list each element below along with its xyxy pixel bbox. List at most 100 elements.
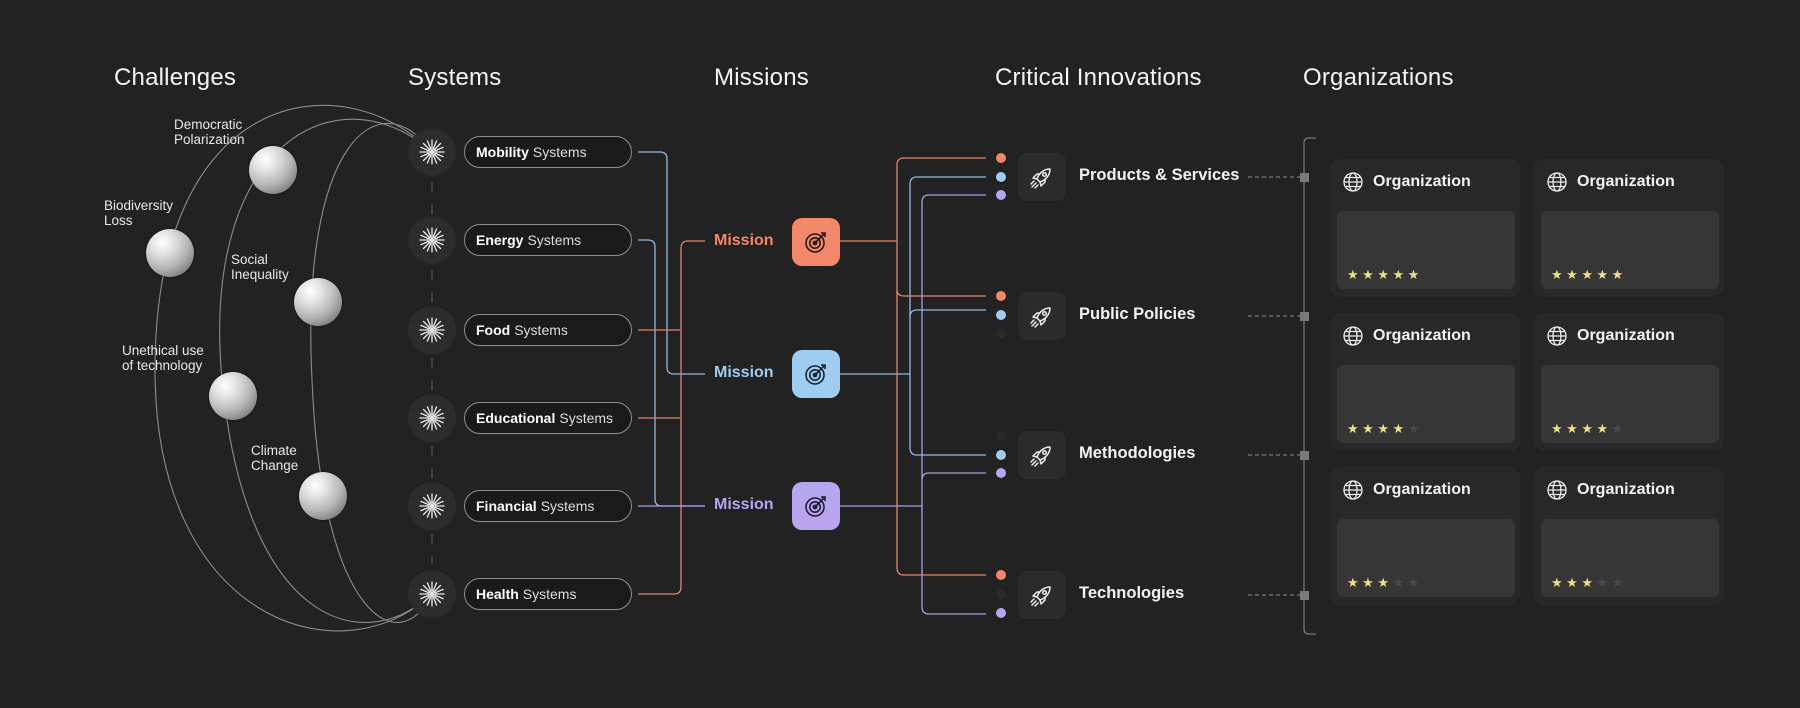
status-dot	[996, 468, 1006, 478]
challenge-sphere[interactable]	[249, 146, 297, 194]
innovation-icon-tile[interactable]	[1018, 153, 1066, 201]
star-icon: ★	[1596, 576, 1612, 591]
system-name: Financial	[476, 498, 537, 514]
mission-label: Mission	[714, 232, 774, 249]
challenge-label: Climate Change	[251, 443, 299, 473]
star-icon: ★	[1581, 268, 1597, 283]
system-suffix: Systems	[527, 232, 582, 248]
rating-stars: ★★★★★	[1551, 268, 1627, 283]
star-icon: ★	[1392, 268, 1408, 283]
innovation-label[interactable]: Methodologies	[1079, 444, 1196, 462]
connector-node	[1300, 312, 1309, 321]
organization-card[interactable]: Organization ★★★★★	[1330, 159, 1520, 297]
star-icon: ★	[1362, 422, 1378, 437]
system-name: Food	[476, 322, 511, 338]
challenge-sphere[interactable]	[299, 472, 347, 520]
organization-name: Organization	[1577, 327, 1675, 344]
star-icon: ★	[1362, 576, 1378, 591]
sunburst-icon	[419, 139, 445, 165]
sunburst-icon	[419, 317, 445, 343]
organization-preview: ★★★★★	[1337, 365, 1515, 443]
organization-name: Organization	[1373, 173, 1471, 190]
status-dot	[996, 328, 1006, 338]
challenge-sphere[interactable]	[209, 372, 257, 420]
organization-card[interactable]: Organization ★★★★★	[1330, 313, 1520, 451]
system-suffix: Systems	[540, 498, 595, 514]
missions-title: Missions	[714, 64, 809, 91]
globe-icon	[1343, 172, 1363, 192]
rocket-icon	[1030, 307, 1051, 328]
organization-card[interactable]: Organization ★★★★★	[1534, 159, 1724, 297]
mission-button[interactable]	[792, 482, 840, 530]
innovation-icon-tile[interactable]	[1018, 431, 1066, 479]
organization-name: Organization	[1373, 327, 1471, 344]
rating-stars: ★★★★★	[1347, 576, 1423, 591]
innovation-label[interactable]: Technologies	[1079, 584, 1185, 602]
globe-icon	[1547, 480, 1567, 500]
challenge-sphere[interactable]	[294, 278, 342, 326]
star-icon: ★	[1551, 576, 1567, 591]
innovation-label[interactable]: Products & Services	[1079, 166, 1240, 184]
target-icon	[805, 232, 826, 253]
system-node[interactable]	[408, 128, 456, 176]
star-icon: ★	[1407, 576, 1423, 591]
star-icon: ★	[1392, 576, 1408, 591]
star-icon: ★	[1392, 422, 1408, 437]
innovation-icon-tile[interactable]	[1018, 292, 1066, 340]
star-icon: ★	[1377, 422, 1393, 437]
star-icon: ★	[1596, 422, 1612, 437]
organization-header: Organization	[1342, 479, 1471, 501]
rating-stars: ★★★★★	[1551, 422, 1627, 437]
connector-node	[1300, 173, 1309, 182]
globe-icon	[1343, 326, 1363, 346]
challenge-label: Democratic Polarization	[174, 117, 245, 147]
challenges-title: Challenges	[114, 64, 237, 91]
organization-name: Organization	[1577, 481, 1675, 498]
organizations-title: Organizations	[1303, 64, 1454, 91]
challenge-label: Social Inequality	[231, 252, 289, 282]
blue-connectors	[638, 151, 986, 507]
organization-name: Organization	[1373, 481, 1471, 498]
organization-card[interactable]: Organization ★★★★★	[1534, 467, 1724, 605]
status-dot	[996, 589, 1006, 599]
system-node[interactable]	[408, 306, 456, 354]
system-node[interactable]	[408, 482, 456, 530]
system-node[interactable]	[408, 570, 456, 618]
sunburst-icon	[419, 405, 445, 431]
innovation-icon-tile[interactable]	[1018, 571, 1066, 619]
system-node[interactable]	[408, 216, 456, 264]
rating-stars: ★★★★★	[1347, 422, 1423, 437]
status-dot	[996, 310, 1006, 320]
innovations-title: Critical Innovations	[995, 64, 1202, 91]
innovation-label[interactable]: Public Policies	[1079, 305, 1196, 323]
organization-card[interactable]: Organization ★★★★★	[1534, 313, 1724, 451]
rating-stars: ★★★★★	[1347, 268, 1423, 283]
organization-card[interactable]: Organization ★★★★★	[1330, 467, 1520, 605]
system-name: Educational	[476, 410, 556, 426]
star-icon: ★	[1611, 576, 1627, 591]
systems-title: Systems	[408, 64, 502, 91]
challenge-label: Biodiversity Loss	[104, 198, 174, 228]
mission-button[interactable]	[792, 350, 840, 398]
org-connectors	[1248, 137, 1316, 635]
system-suffix: Systems	[514, 322, 568, 338]
star-icon: ★	[1611, 422, 1627, 437]
organization-preview: ★★★★★	[1337, 519, 1515, 597]
challenge-sphere[interactable]	[146, 229, 194, 277]
organization-header: Organization	[1546, 171, 1675, 193]
sunburst-icon	[419, 493, 445, 519]
mission-button[interactable]	[792, 218, 840, 266]
star-icon: ★	[1407, 422, 1423, 437]
system-node[interactable]	[408, 394, 456, 442]
challenge-label: Unethical use of technology	[122, 343, 204, 373]
star-icon: ★	[1347, 422, 1363, 437]
status-dot	[996, 291, 1006, 301]
rating-stars: ★★★★★	[1551, 576, 1627, 591]
